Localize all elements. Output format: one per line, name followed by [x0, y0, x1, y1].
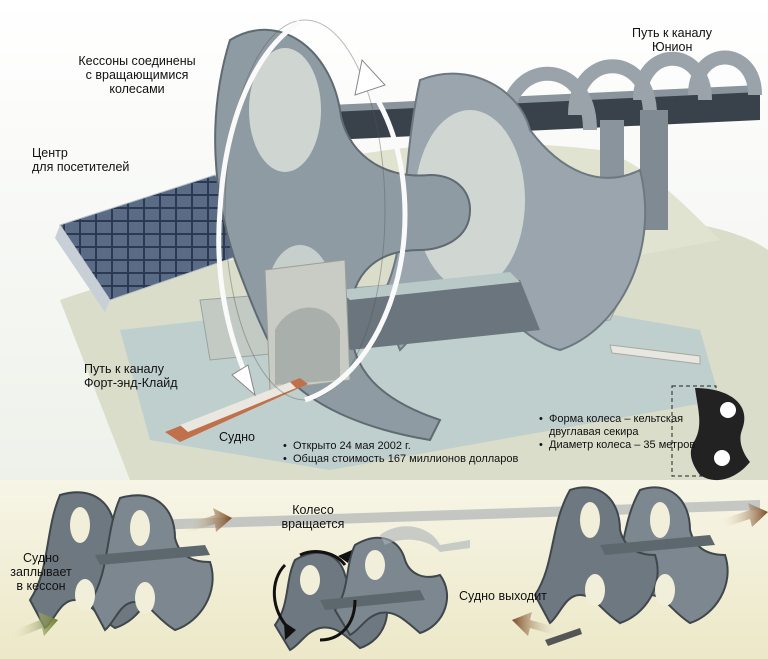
wheel-shape-hole-top	[720, 402, 736, 418]
fact-wheel-shape-cont: двуглавая секира	[539, 426, 695, 439]
label-visitor-centre: Центр для посетителей	[32, 146, 152, 174]
fact-wheel-shape-text-2: двуглавая секира	[549, 426, 639, 438]
front-wheel-upper-hole	[249, 48, 321, 172]
fact-cost-text: Общая стоимость 167 миллионов долларов	[293, 453, 519, 465]
label-caissons-line1: Кессоны соединены	[78, 54, 196, 68]
label-forth-clyde-canal: Путь к каналу Форт-энд-Клайд	[84, 362, 204, 390]
label-rotates-line1: Колесо	[292, 503, 334, 517]
label-caissons-line3: колесами	[109, 82, 165, 96]
fact-opened: •Открыто 24 мая 2002 г.	[283, 440, 411, 452]
label-caissons: Кессоны соединены с вращающимися колесам…	[72, 54, 202, 96]
exit-arrow-bottom	[512, 612, 560, 636]
label-forth-line2: Форт-энд-Клайд	[84, 376, 178, 390]
exit-boat	[545, 628, 582, 646]
label-union-canal: Путь к каналу Юнион	[632, 26, 742, 54]
rotation-arrow	[216, 19, 408, 403]
fact-opened-text: Открыто 24 мая 2002 г.	[293, 440, 411, 452]
enter-arrow-bottom	[10, 612, 58, 640]
fact-wheel-shape-text: Форма колеса – кельтская	[549, 413, 684, 425]
wheel-shape-hole-bottom	[714, 450, 730, 466]
label-boat: Судно	[219, 430, 256, 444]
exit-arrow-top	[720, 503, 768, 528]
step-rotate-arrowhead-2	[338, 550, 352, 563]
fact-wheel-shape: •Форма колеса – кельтская	[539, 413, 684, 425]
label-boat-exits: Судно выходит	[459, 589, 547, 603]
label-visitor-line2: для посетителей	[32, 160, 130, 174]
fact-wheel-diameter-text: Диаметр колеса – 35 метров	[549, 439, 696, 451]
label-wheel-rotates: Колесо вращается	[273, 503, 353, 531]
label-caissons-line2: с вращающимися	[85, 68, 189, 82]
label-visitor-line1: Центр	[32, 146, 68, 160]
caisson	[330, 272, 540, 350]
rotation-arrowhead-top	[354, 58, 386, 96]
label-enters-line1: Судно	[22, 551, 59, 565]
step-rotate-illustration	[273, 526, 470, 652]
facts-main: •Открыто 24 мая 2002 г. •Общая стоимость…	[283, 440, 518, 466]
label-enters-line3: в кессон	[16, 579, 66, 593]
label-rotates-line2: вращается	[281, 517, 345, 531]
label-forth-line1: Путь к каналу	[84, 362, 164, 376]
wheel-shape-frame	[671, 385, 717, 477]
step-rotate-arrowhead	[284, 622, 296, 640]
label-union-line2: Юнион	[652, 40, 693, 54]
fact-cost: •Общая стоимость 167 миллионов долларов	[283, 453, 519, 465]
facts-wheel: •Форма колеса – кельтская двуглавая секи…	[539, 413, 695, 452]
label-union-line1: Путь к каналу	[632, 26, 712, 40]
label-boat-enters: Судно заплывает в кессон	[6, 551, 76, 593]
step-exit-illustration	[533, 486, 729, 625]
rotation-arrowhead-bottom	[231, 364, 256, 397]
fact-wheel-diameter: •Диаметр колеса – 35 метров	[539, 439, 696, 451]
label-enters-line2: заплывает	[10, 565, 72, 579]
boat-basin	[609, 344, 701, 365]
boat-forth-clyde	[165, 378, 308, 442]
enter-arrow-top	[182, 508, 232, 533]
lock-gate	[264, 259, 351, 391]
